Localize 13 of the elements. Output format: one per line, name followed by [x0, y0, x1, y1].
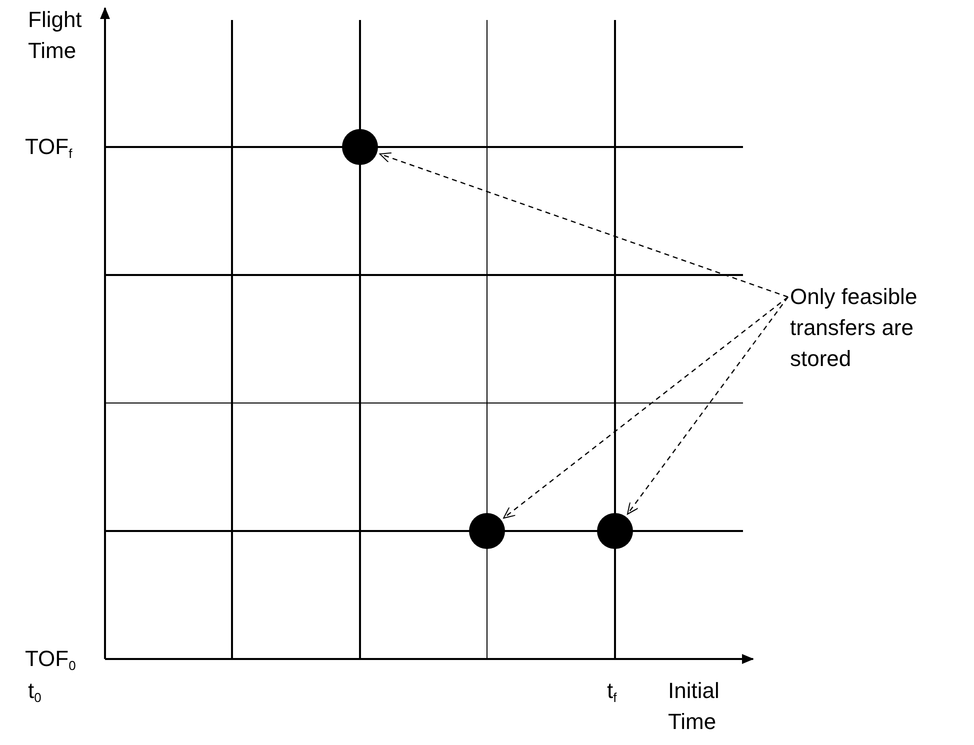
- axis-label: TOF$_{0}$: [25, 645, 76, 675]
- axis-label: Flight Time: [28, 6, 83, 65]
- annotation-text: Only feasible transfers are stored: [790, 281, 970, 374]
- dashed-arrow: [503, 296, 788, 519]
- dashed-arrow: [626, 296, 788, 515]
- axis-label: Initial Time: [668, 677, 720, 736]
- axis-label: TOF$_{f}$: [25, 133, 72, 163]
- data-point: [342, 129, 378, 165]
- data-point: [597, 513, 633, 549]
- axis-label: t$_{0}$: [28, 677, 42, 707]
- data-point: [469, 513, 505, 549]
- axis-label: t$_{f}$: [607, 677, 617, 707]
- dashed-arrow: [379, 152, 788, 298]
